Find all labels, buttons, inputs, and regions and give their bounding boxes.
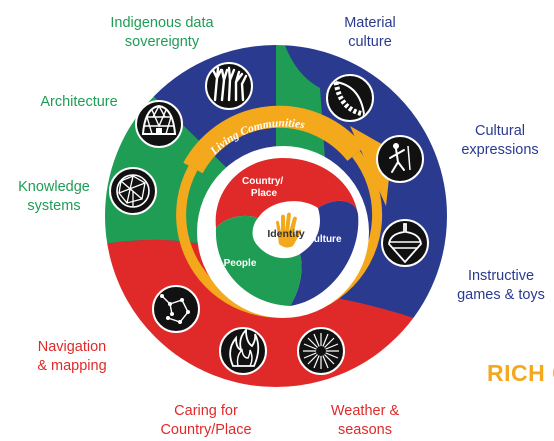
center-culture: Culture bbox=[307, 234, 342, 245]
red-segment bbox=[104, 239, 448, 388]
swirl-people bbox=[215, 215, 302, 306]
identity-swirl bbox=[215, 158, 359, 306]
fire-icon bbox=[219, 327, 267, 375]
geodesic-dome-icon bbox=[135, 100, 183, 148]
label-weather-seasons: Weather & seasons bbox=[330, 403, 400, 438]
label-cultural-expressions: Cultural expressions bbox=[461, 123, 539, 158]
label-material-culture: Material culture bbox=[344, 15, 396, 50]
knowledge-network-icon bbox=[109, 167, 157, 215]
swirl-culture bbox=[290, 200, 359, 306]
living-communities-band bbox=[183, 105, 365, 174]
label-caring-for-country: Caring for Country/Place bbox=[160, 403, 252, 438]
center-people: People bbox=[224, 258, 257, 269]
rich-heading-text: RICH C bbox=[487, 360, 554, 386]
label-indigenous-data-sovereignty: Indigenous data sovereignty bbox=[110, 15, 214, 50]
spinning-top-icon bbox=[381, 219, 429, 267]
constellation-icon bbox=[152, 285, 200, 333]
swirl-country-place bbox=[215, 158, 358, 228]
radiating-burst-icon bbox=[297, 327, 345, 375]
label-architecture: Architecture bbox=[40, 94, 118, 110]
raised-hands-icon bbox=[205, 62, 253, 110]
center-country-place: Country/ Place bbox=[242, 176, 286, 199]
hand-icon bbox=[276, 212, 302, 248]
label-navigation-mapping: Navigation & mapping bbox=[37, 339, 107, 374]
center-identity: Identity bbox=[267, 228, 304, 240]
label-knowledge-systems: Knowledge systems bbox=[18, 179, 90, 214]
acrobat-figure-icon bbox=[376, 135, 424, 183]
label-instructive-games-toys: Instructive games & toys bbox=[457, 268, 545, 303]
chain-necklace-icon bbox=[326, 74, 374, 122]
